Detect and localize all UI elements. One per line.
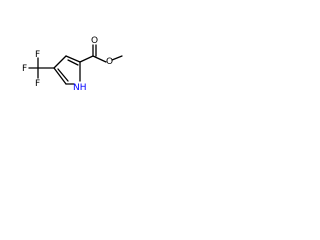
molecule-structure: F F F O O NH: [22, 36, 123, 93]
bond-ring-c3-c2-double: [67, 59, 79, 66]
atom-label-o-carbonyl: O: [91, 36, 98, 46]
bond-ring-c3-c2: [65, 55, 81, 63]
atom-label-f-bottom: F: [35, 79, 40, 89]
bond-carbonyl-c-o-single: [92, 55, 107, 63]
structure-canvas: F F F O O NH: [0, 0, 152, 152]
bond-ring-c4-c3: [53, 55, 67, 69]
atom-label-nh: NH: [73, 83, 87, 93]
atom-label-f-top: F: [35, 50, 40, 60]
bond-c2-carbonyl-c: [79, 55, 94, 63]
bond-o-methyl: [111, 55, 123, 61]
bond-ring-c5-c5-double: [57, 68, 69, 82]
atom-label-f-left: F: [22, 64, 27, 74]
atom-label-o-ester: O: [106, 57, 113, 67]
bond-ring-c4-c5: [53, 67, 67, 85]
